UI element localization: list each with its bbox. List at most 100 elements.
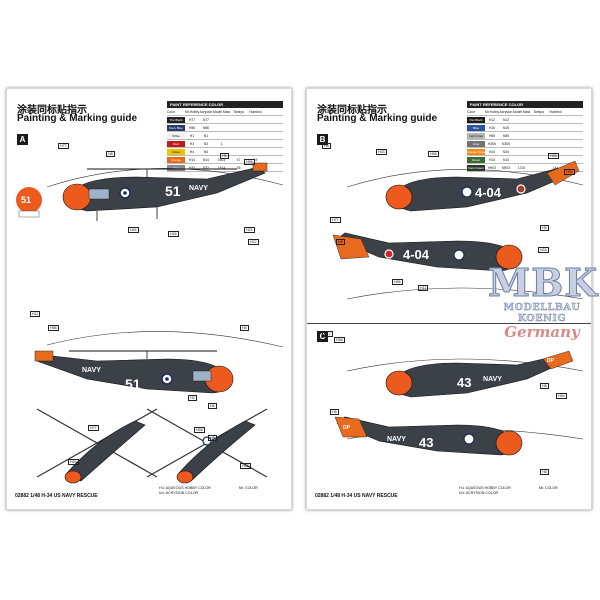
paint-code-cell: N305 (502, 141, 510, 146)
paint-callout: H33 (376, 149, 387, 155)
paint-code-cell: N3 (203, 141, 209, 146)
side-code: 51 (165, 183, 181, 199)
col-mrhobby: Mr.Hobby (185, 109, 199, 114)
color-swatch: Light Gray (467, 132, 485, 139)
navy-marking: NAVY (189, 185, 208, 192)
svg-text:43: 43 (419, 435, 433, 450)
color-swatch: Blue (467, 124, 485, 131)
helicopter-b-view-2: 4-04 (332, 232, 523, 272)
paint-code-cell: N32 (202, 165, 210, 170)
paint-callout: H8 (540, 383, 549, 389)
paint-callout: H77 (330, 217, 341, 223)
paint-code-cell: H3 (189, 141, 195, 146)
paint-callout: H33 (240, 463, 251, 469)
helicopter-side-view-1: 51 NAVY (62, 162, 268, 221)
paint-reference-table: PAINT REFERENCE COLOR Color Mr.Hobby Acr… (167, 101, 283, 172)
helicopter-c-view-1: 43 NAVY DP (385, 350, 574, 398)
helicopter-plan-views (36, 408, 268, 484)
code-b: 4-04 (475, 185, 502, 200)
paint-code-cell: H1 (189, 133, 195, 138)
color-legend: H① AQUEOUS HOBBY COLOR N① ACRYSION COLOR (159, 486, 211, 496)
paint-code-cell: 1 (220, 141, 223, 146)
paint-callout: H24 (68, 459, 79, 465)
paint-code-cell: H24 (488, 149, 496, 154)
paint-callout: H8 (322, 143, 331, 149)
paint-code-cell: N12 (502, 117, 510, 122)
paint-code-cell: N56 (202, 125, 210, 130)
paint-code-cell: H56 (188, 125, 196, 130)
paint-code-cell: H12 (488, 117, 496, 122)
paint-callout: H33 (538, 247, 549, 253)
paint-callout: H17 (322, 331, 333, 337)
paint-code-cell: 1720 (517, 165, 526, 170)
paint-callout: H94 (556, 393, 567, 399)
paint-callout: H94 (128, 227, 139, 233)
paint-code-cell: H14 (188, 157, 196, 162)
paint-code-cell: N77 (202, 117, 210, 122)
paint-callout: H2 (188, 395, 197, 401)
helicopter-b-view-1: 4-04 (385, 160, 580, 212)
watermark-logo: MBK (488, 260, 599, 305)
svg-text:NAVY: NAVY (483, 376, 502, 383)
color-swatch: White (167, 132, 185, 139)
section-divider (307, 323, 591, 324)
color-swatch: Yellow (167, 148, 185, 155)
svg-text:NAVY: NAVY (387, 436, 406, 443)
color-swatch: Orange (167, 156, 185, 163)
watermark-subtitle: MODELLBAU KOENIG (503, 302, 581, 324)
paint-callout: H5 (220, 153, 229, 159)
paint-code-cell: 144 (552, 165, 559, 170)
col-humbrol: Humbrol (249, 109, 262, 114)
color-swatch: Tire Black (167, 116, 185, 123)
scheme-letter-b: B (317, 134, 328, 145)
paint-code-cell: N15 (502, 125, 510, 130)
paint-callout: H8 (106, 151, 115, 157)
paint-code-cell: N10 (502, 157, 510, 162)
legend-aqueous: H① AQUEOUS HOBBY COLOR (159, 486, 211, 490)
col-model-master: Model Master (213, 109, 230, 114)
helicopter-drawings-left: 51 51 NAVY NAVY 51 (16, 162, 284, 484)
paint-callout: H58 (194, 427, 205, 433)
paint-code-cell: N24 (502, 149, 510, 154)
paint-callout: H8 (208, 435, 217, 441)
paint-callout: H5 (540, 225, 549, 231)
paint-code-cell: H55 (488, 133, 496, 138)
legend-mr-color: Mr. COLOR (539, 486, 558, 490)
color-swatch: Gray (167, 164, 185, 171)
color-swatch: Navy Blue (167, 124, 185, 131)
paint-table-columns: Color Mr.Hobby Acrysion Model Master Tam… (167, 108, 283, 116)
paint-reference-table: PAINT REFERENCE COLOR Color Mr.Hobby Acr… (467, 101, 583, 172)
paint-callout: H56 (244, 159, 255, 165)
page-footer: 02882 1/48 H-34 US NAVY RESCUE (15, 493, 98, 499)
paint-callout: H8 (540, 469, 549, 475)
color-legend: H① AQUEOUS HOBBY COLOR N① ACRYSION COLOR (459, 486, 511, 495)
code-c: 43 (457, 375, 471, 390)
paint-code-cell: H903 (488, 165, 496, 170)
color-swatch: Flat Black (467, 116, 485, 123)
helicopter-side-view-2: NAVY 51 (34, 350, 234, 394)
mbk-watermark: MBK MODELLBAU KOENIG Germany (488, 260, 599, 341)
page-footer: 02882 1/48 H-34 US NAVY RESCUE (315, 493, 398, 499)
paint-code-cell: X7 (236, 157, 241, 162)
scheme-letter: A (17, 134, 28, 145)
paint-code-cell: N903 (502, 165, 510, 170)
instruction-page-right: 涂装同标贴指示 Painting & Marking guide B PAINT… (306, 88, 592, 510)
paint-code-cell: 19 (253, 157, 258, 162)
paint-callout: H94 (564, 169, 575, 175)
paint-code-cell: X8 (236, 165, 241, 170)
paint-code-cell: H4 (189, 149, 195, 154)
paint-callout: H58 (428, 151, 439, 157)
helicopter-c-view-2: DP NAVY 43 (334, 416, 523, 456)
color-swatch: Gray (467, 140, 485, 147)
paint-callout: H4 (240, 325, 249, 331)
page-title-cn: 涂装同标贴指示 (17, 105, 87, 116)
